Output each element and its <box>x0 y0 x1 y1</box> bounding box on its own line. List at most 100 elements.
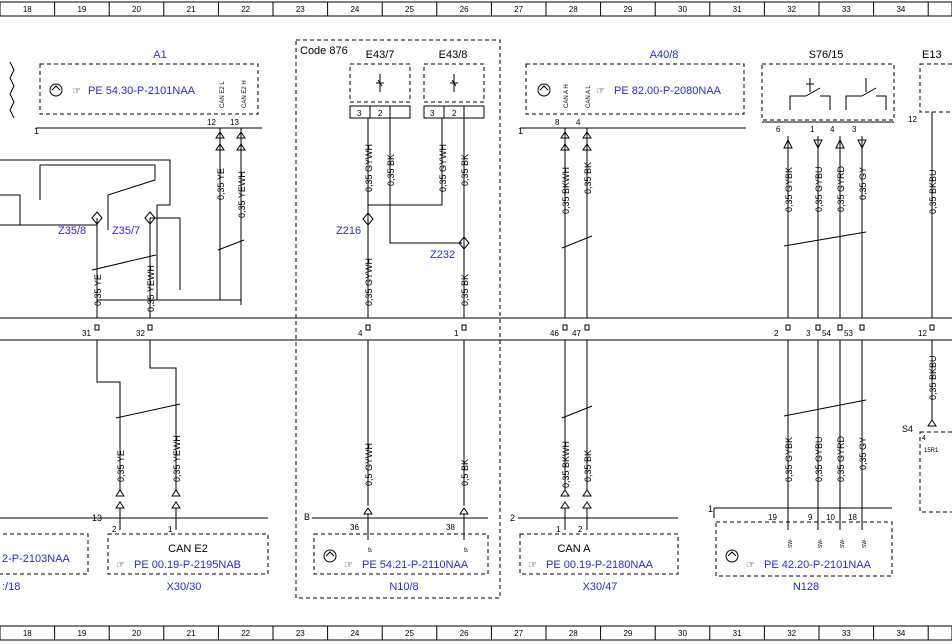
svg-text:46: 46 <box>550 329 559 338</box>
wire-label: 0,35 GYBK <box>784 437 794 482</box>
a1-pin-label-l: CAN E2 L <box>220 81 226 108</box>
a40-wiring <box>560 128 593 530</box>
svg-text:B: B <box>304 512 310 522</box>
splice-z35-7[interactable]: Z35/7 <box>112 211 156 237</box>
ruler-column-label: 34 <box>896 5 905 14</box>
svg-text:SW-: SW- <box>862 538 868 548</box>
svg-text:12: 12 <box>908 115 917 124</box>
component-s4[interactable]: S4 4 15R1 <box>902 419 952 513</box>
ruler-column-label: 33 <box>842 629 851 638</box>
svg-text:8: 8 <box>555 118 560 127</box>
wire-label: 0,35 BKBU <box>928 355 938 400</box>
ruler-column-label: 18 <box>23 629 32 638</box>
control-unit-icon <box>49 83 63 97</box>
ruler-column-label: 30 <box>678 5 687 14</box>
svg-text:IP: IP <box>368 547 374 552</box>
ruler-frame <box>0 625 952 641</box>
wire-label: 0,35 BK <box>460 274 470 306</box>
wire-label: 0,35 BK <box>583 162 593 194</box>
svg-text:E43/8: E43/8 <box>439 49 468 61</box>
svg-text:4: 4 <box>830 125 835 134</box>
ruler-column-label: 21 <box>187 629 196 638</box>
ruler-column-label: 19 <box>77 5 86 14</box>
ruler-column-label: 25 <box>405 629 414 638</box>
ruler-column-label: 26 <box>460 629 469 638</box>
svg-text:Z216: Z216 <box>336 225 361 237</box>
component-e13[interactable]: E13 12 <box>908 49 952 420</box>
splice-z232[interactable]: Z232 <box>430 236 470 261</box>
component-e43-7[interactable]: E43/7 3 2 <box>349 49 411 119</box>
svg-text:S76/15: S76/15 <box>809 49 844 61</box>
component-a1[interactable]: A1 1 ☞ PE 54.30-P-2101NAA CAN E2 L CAN E… <box>9 49 262 136</box>
x30-30-pin-right: 13 <box>92 513 102 523</box>
wire-label: 0,35 BK <box>386 154 396 186</box>
ruler-frame <box>0 1 952 17</box>
svg-text:4: 4 <box>576 118 581 127</box>
component-x30-47[interactable]: 2 1 2 CAN A ☞ PE 00.19-P-2180NAA X30/47 <box>510 513 679 593</box>
wire-label: 0,35 GYWH <box>364 144 374 192</box>
ruler-column-label: 27 <box>514 5 523 14</box>
ruler-column-label: 29 <box>623 629 632 638</box>
book-icon: ☞ <box>344 560 353 571</box>
ruler-column-label: 26 <box>460 5 469 14</box>
wire-label: 0,35 GYBU <box>814 436 824 482</box>
wire-label: 0,35 BKBU <box>928 169 938 214</box>
svg-text:19: 19 <box>768 513 777 522</box>
a1-name: A1 <box>153 49 166 61</box>
svg-text:2: 2 <box>578 525 583 534</box>
ruler-column-label: 23 <box>296 5 305 14</box>
book-icon: ☞ <box>528 560 537 571</box>
svg-text:2: 2 <box>378 109 383 118</box>
ruler-column-label: 22 <box>241 5 250 14</box>
wire-label: 0,35 YEWH <box>237 171 247 218</box>
splice-z216[interactable]: Z216 <box>336 212 374 237</box>
ruler-column-label: 30 <box>678 629 687 638</box>
wire-label: 0,35 BKWH <box>561 167 571 214</box>
a1-wiring <box>0 128 246 318</box>
svg-text:3: 3 <box>357 109 362 118</box>
svg-text:6: 6 <box>776 125 781 134</box>
splice-z35-8[interactable]: Z35/8 <box>58 211 103 237</box>
wire-label: 0,35 BK <box>583 450 593 482</box>
svg-text:31: 31 <box>82 329 91 338</box>
svg-text:PE 42.20-P-2101NAA: PE 42.20-P-2101NAA <box>764 559 872 571</box>
component-x30-30[interactable]: 13 2 1 CAN E2 ☞ PE 00.19-P-2195NAB X30/3… <box>0 513 269 593</box>
wire-label: 0,35 GY <box>858 437 868 470</box>
svg-text:10: 10 <box>826 513 835 522</box>
svg-text:S4: S4 <box>902 424 913 434</box>
x30-30-title: CAN E2 <box>168 543 208 555</box>
a1-pin-12: 12 <box>207 118 216 127</box>
ruler-column-label: 25 <box>405 5 414 14</box>
component-n128[interactable]: 1 19 9 10 18 SW- SW- SW- SW- ☞ PE 42.20-… <box>708 504 893 593</box>
control-unit-icon <box>725 549 739 563</box>
component-a40-8[interactable]: A40/8 1 ☞ PE 82.00-P-2080NAA CAN A H CAN… <box>518 49 746 136</box>
a1-break-mark <box>9 61 15 119</box>
a1-ground-pin: 1 <box>34 126 39 136</box>
x30-30-ref: PE 00.19-P-2195NAB <box>134 559 241 571</box>
wire-label: 0,35 GYBU <box>814 166 824 212</box>
ruler-column-label: 23 <box>296 629 305 638</box>
svg-text:N10/8: N10/8 <box>389 581 418 593</box>
svg-text:1: 1 <box>556 525 561 534</box>
connector-pins: 31 32 4 1 46 47 2 3 54 53 12 <box>82 324 935 338</box>
component-e43-8[interactable]: E43/8 3 2 <box>423 49 485 119</box>
a1-pin-13: 13 <box>230 118 239 127</box>
ruler-column-label: 28 <box>569 629 578 638</box>
code876-label: Code 876 <box>300 45 348 57</box>
svg-text::/18: :/18 <box>2 581 20 593</box>
component-x30-left[interactable]: 2-P-2103NAA :/18 <box>0 533 89 593</box>
ruler-column-label: 31 <box>733 5 742 14</box>
svg-text:PE 54.21-P-2110NAA: PE 54.21-P-2110NAA <box>362 559 469 571</box>
lamp-icon <box>450 74 458 92</box>
component-s76-15[interactable]: S76/15 6 1 4 3 <box>761 49 895 134</box>
wire-label: 0,35 GYRD <box>836 435 846 482</box>
book-icon: ☞ <box>72 86 81 97</box>
wire-label: 0,35 YEWH <box>172 435 182 482</box>
component-n10-8[interactable]: B 36 38 IP IP ☞ PE 54.21-P-2110NAA N10/8 <box>304 512 489 593</box>
ruler-column-label: 19 <box>77 629 86 638</box>
svg-text:N128: N128 <box>793 581 819 593</box>
svg-text:15R1: 15R1 <box>924 448 939 454</box>
svg-text:4: 4 <box>358 329 363 338</box>
svg-text:12: 12 <box>918 329 927 338</box>
